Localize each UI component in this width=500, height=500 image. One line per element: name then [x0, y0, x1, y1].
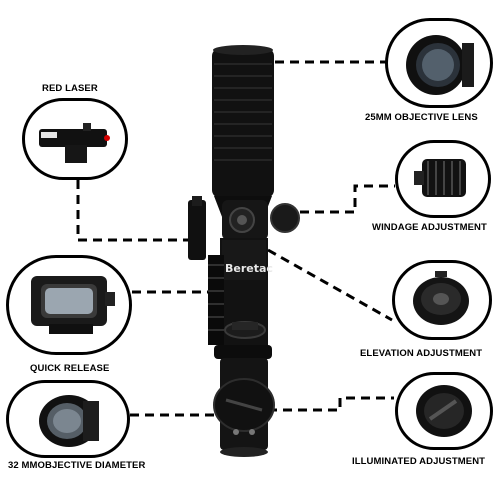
scope-rail	[208, 255, 224, 345]
callout-objective-lens	[385, 18, 493, 108]
caption-objective-lens: 25MM OBJECTIVE LENS	[365, 112, 478, 123]
connector-elevation	[267, 248, 393, 322]
callout-quick-release	[6, 255, 132, 355]
callout-elevation	[392, 260, 492, 340]
red-laser-icon	[39, 123, 110, 163]
caption-illuminated: ILLUMINATED ADJUSTMENT	[352, 456, 486, 467]
caption-elevation: ELEVATION ADJUSTMENT	[360, 348, 483, 359]
callout-illuminated	[395, 372, 493, 450]
callout-objective-diameter	[6, 380, 130, 458]
lens-cap-icon	[39, 395, 99, 447]
objective-lens-icon	[406, 35, 474, 95]
callout-windage	[395, 140, 491, 218]
brand-label: Beretac	[225, 262, 273, 275]
scope-objective-bell	[212, 48, 274, 198]
connector-illuminated	[268, 396, 394, 412]
caption-quick-release: QUICK RELEASE	[30, 363, 110, 374]
illumination-knob-icon	[416, 385, 472, 437]
windage-turret	[270, 203, 300, 233]
caption-objective-diameter: 32 MMOBJECTIVE DIAMETER	[8, 460, 146, 471]
callout-red-laser	[22, 98, 128, 180]
connector-windage	[300, 184, 395, 214]
caption-red-laser: RED LASER	[42, 83, 98, 94]
caption-windage: WINDAGE ADJUSTMENT	[372, 222, 487, 233]
scope-laser-unit	[188, 200, 206, 260]
red-dot-sight-icon	[31, 276, 115, 334]
connector-red-laser	[76, 180, 190, 242]
windage-knob-icon	[414, 159, 466, 197]
elevation-knob-icon	[413, 271, 469, 325]
